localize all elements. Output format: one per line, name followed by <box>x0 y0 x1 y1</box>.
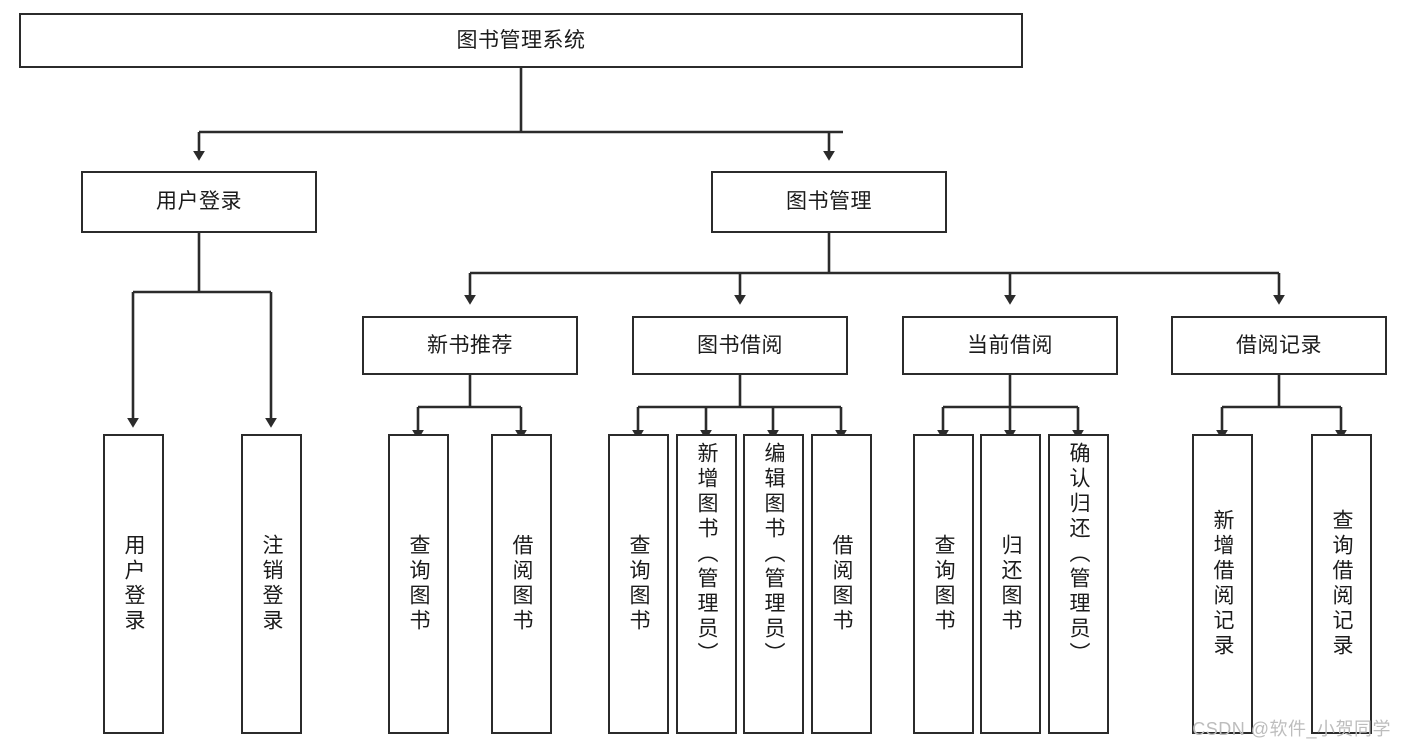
node-borrow-record-label: 借阅记录 <box>1236 333 1322 357</box>
leaf-bookborrow-borrow-book-label: 借阅图书 <box>830 534 853 634</box>
node-user-login-label: 用户登录 <box>156 190 242 214</box>
leaf-user-login-label: 用户登录 <box>122 534 145 634</box>
leaf-borrowrecord-add-record[interactable]: 新增借阅记录 <box>1192 434 1253 734</box>
leaf-currentborrow-query-book[interactable]: 查询图书 <box>913 434 974 734</box>
leaf-bookborrow-add-book-label: 新增图书（管理员） <box>695 442 718 667</box>
leaf-bookborrow-edit-book-label: 编辑图书（管理员） <box>762 442 785 667</box>
node-book-manage[interactable]: 图书管理 <box>711 171 947 233</box>
node-root-label: 图书管理系统 <box>456 28 586 52</box>
node-root[interactable]: 图书管理系统 <box>19 13 1023 68</box>
leaf-bookborrow-query-book-label: 查询图书 <box>627 534 650 634</box>
leaf-newbook-query-book[interactable]: 查询图书 <box>388 434 449 734</box>
leaf-logout-label: 注销登录 <box>260 534 283 634</box>
leaf-currentborrow-return-book[interactable]: 归还图书 <box>980 434 1041 734</box>
node-book-borrow[interactable]: 图书借阅 <box>632 316 848 375</box>
leaf-newbook-query-book-label: 查询图书 <box>407 534 430 634</box>
leaf-currentborrow-return-book-label: 归还图书 <box>999 534 1022 634</box>
leaf-newbook-borrow-book-label: 借阅图书 <box>510 534 533 634</box>
node-current-borrow[interactable]: 当前借阅 <box>902 316 1118 375</box>
node-book-manage-label: 图书管理 <box>786 190 872 214</box>
leaf-bookborrow-add-book[interactable]: 新增图书（管理员） <box>676 434 737 734</box>
leaf-currentborrow-confirm-return-label: 确认归还（管理员） <box>1067 442 1090 667</box>
leaf-user-login[interactable]: 用户登录 <box>103 434 164 734</box>
node-user-login[interactable]: 用户登录 <box>81 171 317 233</box>
leaf-newbook-borrow-book[interactable]: 借阅图书 <box>491 434 552 734</box>
leaf-currentborrow-confirm-return[interactable]: 确认归还（管理员） <box>1048 434 1109 734</box>
node-new-book-recommend[interactable]: 新书推荐 <box>362 316 578 375</box>
leaf-borrowrecord-query-record[interactable]: 查询借阅记录 <box>1311 434 1372 734</box>
leaf-currentborrow-query-book-label: 查询图书 <box>932 534 955 634</box>
watermark: CSDN @软件_小贺同学 <box>1192 719 1391 739</box>
node-current-borrow-label: 当前借阅 <box>967 333 1053 357</box>
leaf-borrowrecord-query-record-label: 查询借阅记录 <box>1330 509 1353 659</box>
leaf-bookborrow-borrow-book[interactable]: 借阅图书 <box>811 434 872 734</box>
leaf-bookborrow-edit-book[interactable]: 编辑图书（管理员） <box>743 434 804 734</box>
leaf-bookborrow-query-book[interactable]: 查询图书 <box>608 434 669 734</box>
node-borrow-record[interactable]: 借阅记录 <box>1171 316 1387 375</box>
node-book-borrow-label: 图书借阅 <box>697 333 783 357</box>
node-new-book-recommend-label: 新书推荐 <box>427 333 513 357</box>
leaf-logout[interactable]: 注销登录 <box>241 434 302 734</box>
leaf-borrowrecord-add-record-label: 新增借阅记录 <box>1211 509 1234 659</box>
